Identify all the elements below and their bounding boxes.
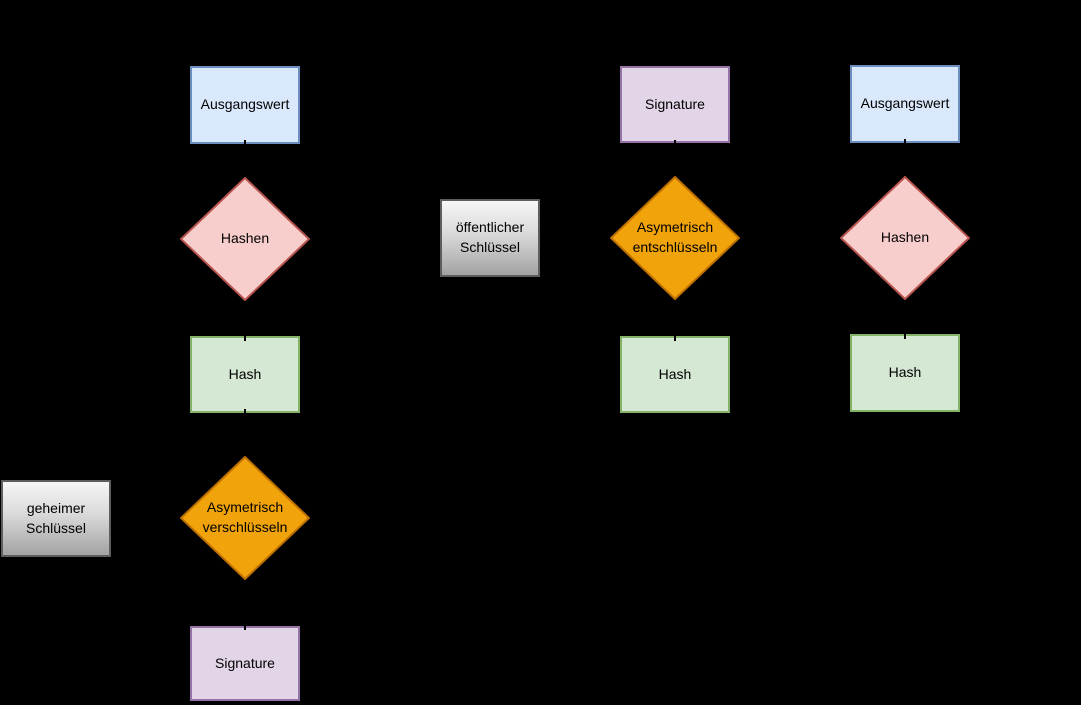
connector-oeffentlicher-schluessel [540, 237, 610, 239]
node-signature-top: Signature [620, 66, 730, 143]
node-label: geheimer Schlüssel [26, 499, 86, 536]
connector-geheimer-schluessel [111, 517, 180, 519]
node-label: Hashen [220, 230, 270, 247]
node-label: Hash [888, 364, 922, 381]
connector-hashen-hash-right [904, 300, 906, 339]
node-ausgangswert-left: Ausgangswert [190, 66, 300, 144]
node-asym-entschluesseln: Asymetrisch entschlüsseln [610, 176, 740, 300]
node-label: Asymetrisch entschlüsseln [632, 219, 718, 255]
connector-signature-entschluesseln [674, 140, 676, 176]
node-asym-verschluesseln: Asymetrisch verschlüsseln [180, 456, 310, 580]
connector-ausgangswert-hashen-left [244, 140, 246, 177]
connector-entschluesseln-hash [674, 300, 676, 341]
connector-hash-verschluesseln [244, 409, 246, 456]
node-label: Ausgangswert [860, 95, 950, 112]
diamond-shape [840, 176, 970, 300]
node-label: Hash [228, 365, 262, 382]
node-signature-bottom: Signature [190, 626, 300, 701]
node-hashen-left: Hashen [180, 177, 310, 301]
node-label: Ausgangswert [200, 96, 290, 113]
node-hashen-right: Hashen [840, 176, 970, 300]
node-label: Asymetrisch verschlüsseln [202, 499, 288, 535]
diamond-shape [610, 176, 740, 300]
node-label: Hashen [880, 229, 930, 246]
connector-verschluesseln-signature [244, 580, 246, 630]
node-geheimer-schluessel: geheimer Schlüssel [1, 480, 111, 557]
connector-ausgangswert-hashen-right [904, 139, 906, 176]
node-label: öffentlicher Schlüssel [455, 219, 525, 255]
connector-hashen-hash-left [244, 301, 246, 341]
node-hash-middle: Hash [620, 336, 730, 413]
node-label: Signature [215, 654, 275, 671]
node-hash-left: Hash [190, 336, 300, 413]
node-ausgangswert-right: Ausgangswert [850, 65, 960, 143]
node-hash-right: Hash [850, 334, 960, 412]
node-oeffentlicher-schluessel: öffentlicher Schlüssel [440, 199, 540, 277]
diamond-shape [180, 456, 310, 580]
diamond-shape [180, 177, 310, 301]
node-label: Hash [658, 365, 692, 382]
node-label: Signature [645, 95, 705, 112]
